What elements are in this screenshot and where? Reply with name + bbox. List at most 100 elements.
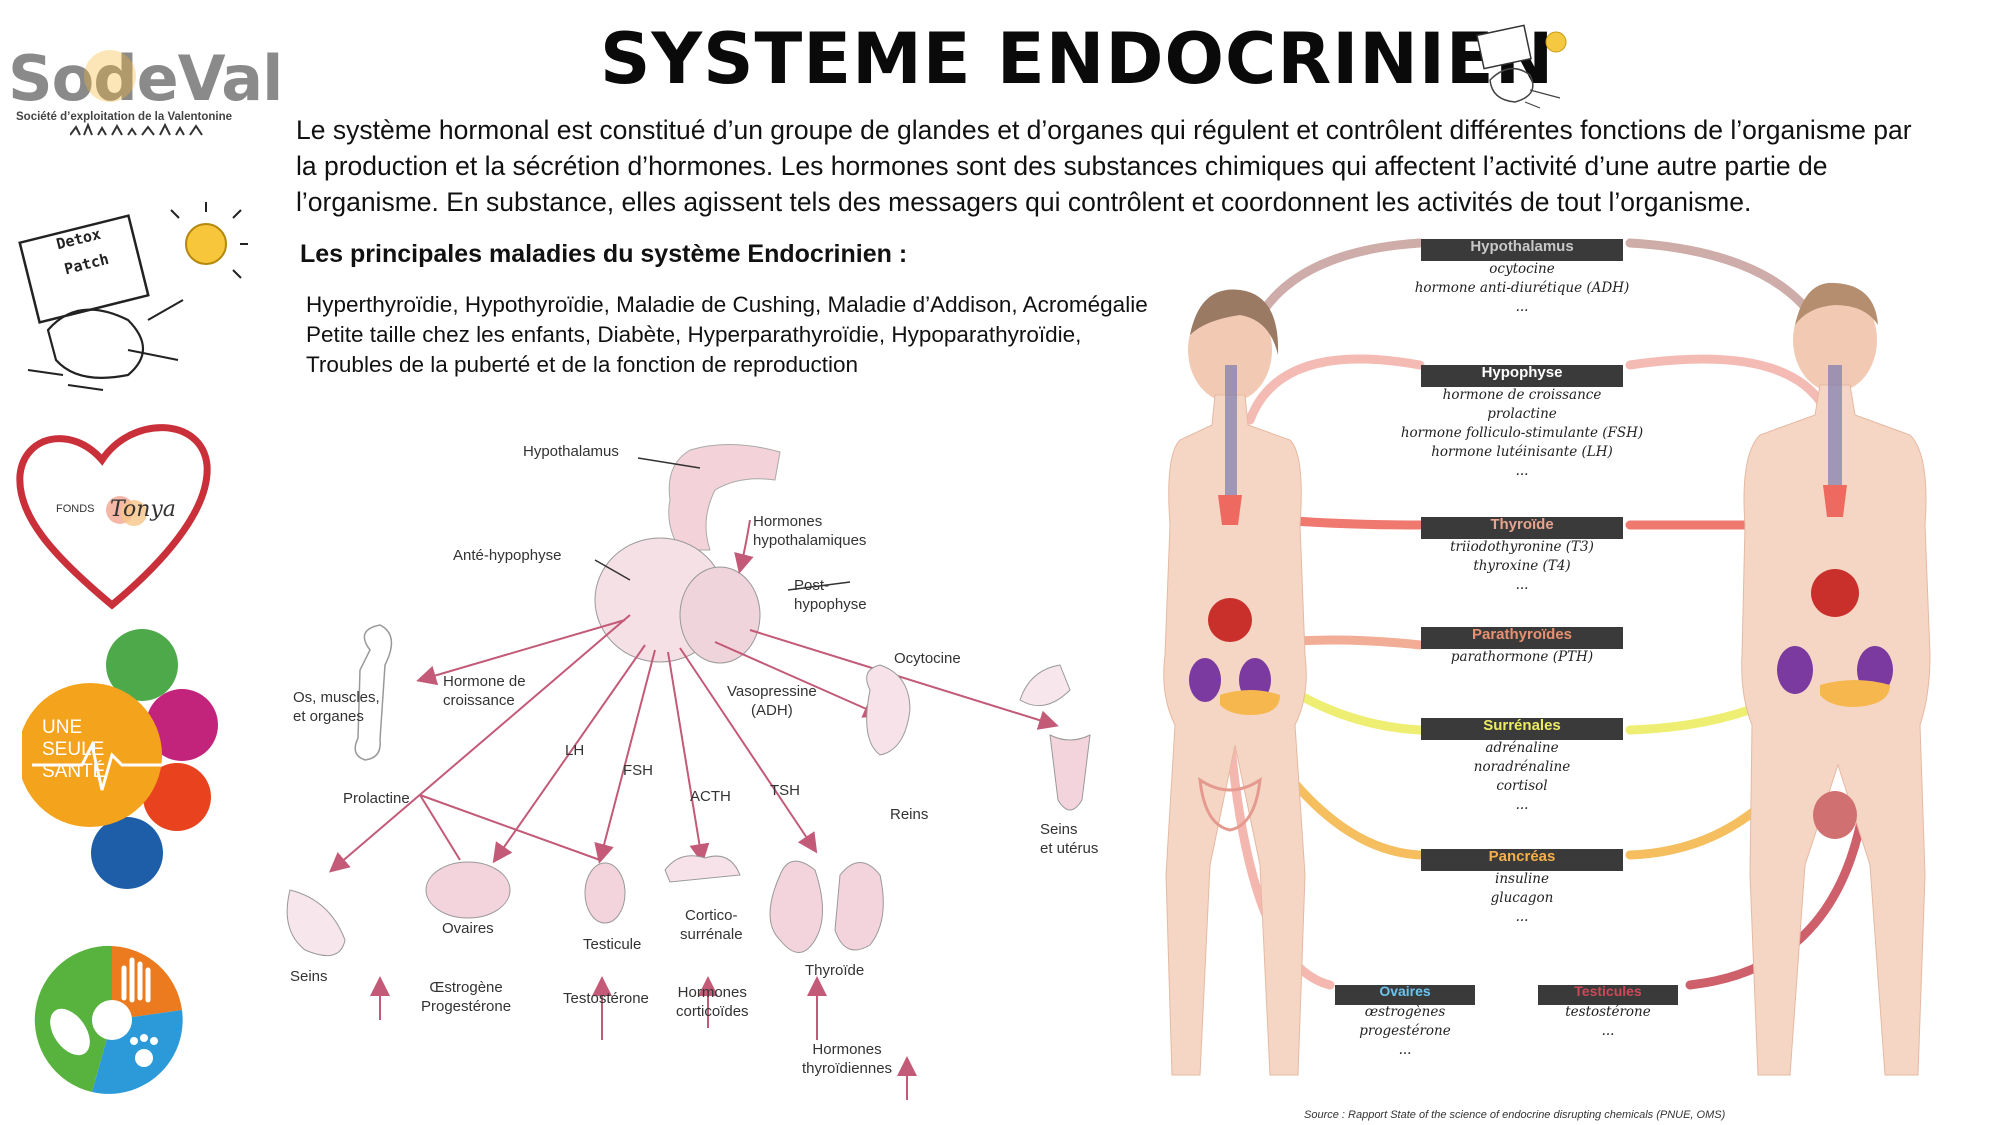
fonds-label: FONDS: [56, 503, 95, 515]
one-health-line: SANTÉ: [42, 761, 106, 782]
label-ovaires-hormones: Œstrogène Progestérone: [421, 978, 511, 1016]
hormone-item: ...: [1515, 299, 1529, 315]
label-hormone-croissance: Hormone de croissance: [443, 672, 526, 710]
detox-patch-doodle-icon: [1476, 24, 1567, 109]
one-health-logo: UNE SEULE SANTÉ: [22, 625, 232, 890]
hormone-item: ...: [1398, 1042, 1412, 1058]
hormone-item: ...: [1515, 463, 1529, 479]
label-os-muscles: Os, muscles, et organes: [293, 688, 380, 726]
label-ante-hypophyse: Anté-hypophyse: [453, 547, 562, 564]
gland-headers: [1335, 239, 1678, 1005]
gland-name-hypothalamus: Hypothalamus: [1470, 238, 1574, 255]
label-line: Hormone de: [443, 673, 526, 690]
header-box-hypophyse: [1421, 365, 1623, 387]
gland-hormones-ovaires: œstrogènes progestérone ...: [1305, 1003, 1505, 1060]
hormone-item: noradrénaline: [1473, 759, 1571, 775]
diseases-list: Hyperthyroïdie, Hypothyroïdie, Maladie d…: [306, 290, 1206, 380]
label-line: Seins: [1040, 821, 1078, 838]
label-fsh: FSH: [623, 762, 653, 779]
label-line: Hormones: [753, 513, 823, 530]
fonds-tonya-logo: FONDS Tonya: [12, 405, 212, 620]
hormone-item: hormone lutéinisante (LH): [1431, 444, 1613, 460]
one-health-line: UNE: [42, 717, 83, 738]
silhouettes-icon: [69, 122, 203, 136]
page-title: SYSTEME ENDOCRINIEN: [600, 18, 1555, 100]
diseases-line: Troubles de la puberté et de la fonction…: [306, 352, 859, 377]
hormone-item: hormone folliculo-stimulante (FSH): [1400, 425, 1644, 441]
diseases-line: Petite taille chez les enfants, Diabète,…: [306, 322, 1082, 347]
intro-paragraph: Le système hormonal est constitué d’un g…: [296, 115, 1912, 217]
label-thyroide: Thyroïde: [805, 962, 865, 979]
label-line: hypothalamiques: [753, 532, 867, 549]
label-hormones-thyroidiennes: Hormones thyroïdiennes: [802, 1040, 892, 1078]
header-box-thyroide: [1421, 517, 1623, 539]
label-post-hypophyse: Post- hypophyse: [794, 576, 867, 614]
male-body-icon: [1741, 282, 1931, 1076]
label-lh: LH: [565, 742, 585, 759]
hormone-item: cortisol: [1496, 778, 1548, 794]
label-line: Vasopressine: [727, 683, 817, 700]
gland-name-surrenales: Surrénales: [1483, 717, 1561, 734]
label-line: Progestérone: [421, 998, 512, 1015]
hormone-item: thyroxine (T4): [1473, 558, 1571, 574]
header-box-ovaires: [1335, 985, 1475, 1005]
label-testosterone: Testostérone: [563, 990, 649, 1007]
hormone-item: œstrogènes: [1364, 1004, 1446, 1020]
body-diagram: [1163, 238, 1931, 1076]
gland-name-testicules: Testicules: [1574, 983, 1642, 999]
gland-name-thyroide: Thyroïde: [1490, 516, 1554, 533]
heart-icon: [16, 424, 211, 610]
hormone-item: ocytocine: [1489, 261, 1555, 277]
hormone-item: ...: [1515, 797, 1529, 813]
female-body-icon: [1163, 289, 1307, 1076]
diseases-heading: Les principales maladies du système Endo…: [300, 240, 908, 268]
one-health-line: SEULE: [42, 739, 105, 760]
hormone-item: hormone de croissance: [1442, 387, 1602, 403]
pituitary-diagram: [286, 444, 1091, 1100]
hormone-item: parathormone (PTH): [1450, 649, 1594, 665]
label-line: Post-: [794, 577, 830, 594]
gland-hormones-parathyroides: parathormone (PTH): [1371, 648, 1673, 667]
gland-name-ovaires: Ovaires: [1379, 983, 1431, 999]
hand-leaf-paw-logo-icon: [34, 945, 183, 1094]
label-line: Cortico-: [685, 907, 738, 924]
label-hormones-hypothalamiques: Hormones hypothalamiques: [753, 512, 866, 550]
label-tsh: TSH: [770, 782, 800, 799]
label-line: surrénale: [680, 926, 743, 943]
header-box-parathyroides: [1421, 627, 1623, 649]
label-line: Hormones: [812, 1041, 882, 1058]
label-seins: Seins: [290, 968, 328, 985]
label-line: Œstrogène: [429, 979, 503, 996]
label-cortico: Cortico- surrénale: [680, 906, 743, 944]
hormone-item: prolactine: [1487, 406, 1557, 422]
label-reins: Reins: [890, 806, 929, 823]
sodeval-logo: SodeVal Société d’exploitation de la Val…: [8, 42, 283, 162]
label-prolactine: Prolactine: [343, 790, 410, 807]
label-line: thyroïdiennes: [802, 1060, 893, 1077]
detox-patch-drawing-icon: [18, 202, 248, 391]
hormone-item: ...: [1515, 577, 1529, 593]
diseases-line: Hyperthyroïdie, Hypothyroïdie, Maladie d…: [306, 292, 1148, 317]
hormone-item: testostérone: [1565, 1004, 1651, 1020]
gland-hormones-thyroide: triiodothyronine (T3) thyroxine (T4) ...: [1371, 538, 1673, 595]
hormone-item: ...: [1601, 1023, 1615, 1039]
label-line: (ADH): [751, 702, 793, 719]
header-box-surrenales: [1421, 718, 1623, 740]
gland-name-hypophyse: Hypophyse: [1481, 364, 1563, 381]
gland-hormones-testicules: testostérone ...: [1508, 1003, 1708, 1041]
label-ovaires: Ovaires: [442, 920, 494, 937]
sodeval-logo-name: SodeVal: [8, 42, 283, 115]
label-hormones-corticoides: Hormones corticoïdes: [676, 983, 749, 1021]
gland-hormones-surrenales: adrénaline noradrénaline cortisol ...: [1371, 739, 1673, 815]
hormone-item: adrénaline: [1485, 740, 1559, 756]
label-line: Os, muscles,: [293, 689, 380, 706]
hormone-item: progestérone: [1359, 1023, 1451, 1039]
hormone-item: hormone anti-diurétique (ADH): [1414, 280, 1630, 296]
label-line: et organes: [293, 708, 364, 725]
label-line: Hormones: [677, 984, 747, 1001]
connector-hypophyse: [1245, 354, 1425, 425]
label-hypothalamus: Hypothalamus: [523, 443, 619, 460]
tonya-label: Tonya: [110, 497, 176, 522]
gland-hormones-hypothalamus: ocytocine hormone anti-diurétique (ADH) …: [1371, 260, 1673, 317]
label-acth: ACTH: [690, 788, 731, 805]
